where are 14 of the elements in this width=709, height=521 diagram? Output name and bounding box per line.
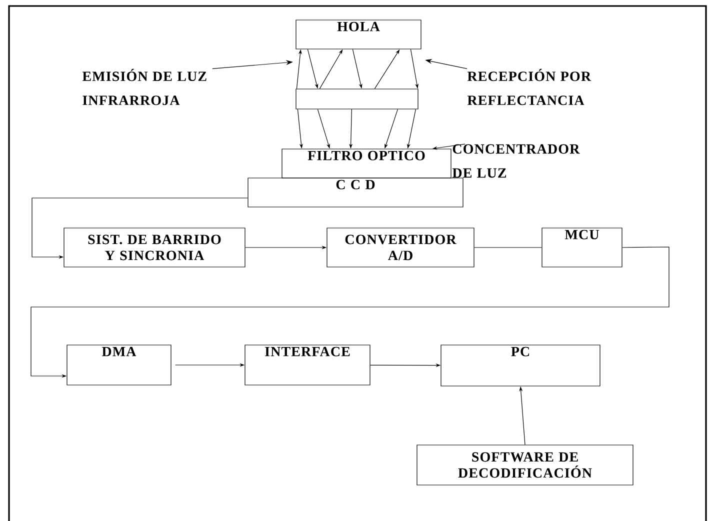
process-box: FILTRO OPTICO [282,148,452,178]
process-box: INTERFACE [244,344,370,386]
process-box: MCU [542,228,622,268]
process-box: DMA [66,344,172,386]
annotation-text: CONCENTRADOR DE LUZ [452,144,580,178]
process-box: C C D [248,178,464,208]
lens-box [296,88,418,110]
process-box: PC [440,344,600,386]
process-box: CONVERTIDOR A/D [326,228,474,268]
process-box: HOLA [296,20,422,50]
process-box: SOFTWARE DE DECODIFICACIÓN [416,444,634,486]
process-box: SIST. DE BARRIDO Y SINCRONIA [64,228,246,268]
annotation-text: EMISIÓN DE LUZ INFRARROJA [82,68,206,106]
annotation-text: RECEPCIÓN POR REFLECTANCIA [467,68,592,106]
